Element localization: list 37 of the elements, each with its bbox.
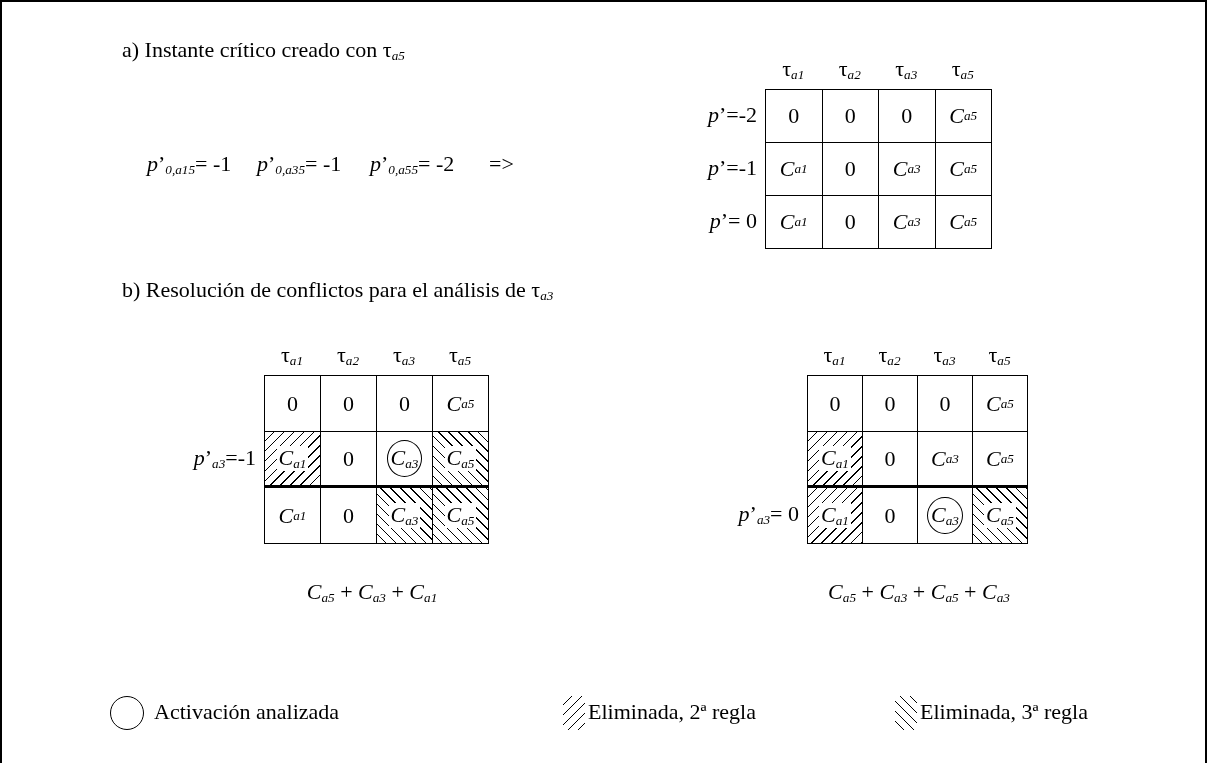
column-header: τ$_{a2}$ [877, 343, 902, 369]
row-label: p’$_{a3}$= 0 [738, 502, 799, 528]
row-label: p’$_{a3}$=-1 [193, 446, 256, 472]
legend-text: Eliminada, 2ª regla [588, 700, 756, 725]
cell-value: C$_{a3}$ [388, 502, 421, 529]
sum-expression: C$_{a5}$ + C$_{a3}$ + C$_{a5}$ + C$_{a3}$ [828, 580, 1010, 606]
heading-text: b) Resolución de conflictos para el análisis de τ$_{a3}$ [122, 278, 554, 304]
cell-value: C$_{a1}$ [819, 502, 851, 529]
circled-cell-value: C$_{a3}$ [386, 439, 423, 478]
column-header: τ$_{a5}$ [448, 343, 472, 369]
cell-value: C$_{a1}$ [819, 445, 851, 472]
row-label: p’=-1 [707, 155, 757, 180]
cell-value: C$_{a5}$ [444, 502, 477, 529]
column-header: τ$_{a1}$ [822, 343, 847, 369]
heading-text: a) Instante crítico creado con τ$_{a5}$ [122, 38, 405, 64]
implication-symbol: => [489, 152, 514, 177]
column-header: τ$_{a1}$ [781, 57, 806, 83]
column-header: τ$_{a1}$ [280, 343, 304, 369]
column-header: τ$_{a3}$ [932, 343, 957, 369]
equation-text: p’$_{0,a35}$= -1 [257, 152, 342, 178]
column-header: τ$_{a3}$ [894, 57, 919, 83]
cell-value: C$_{a1}$ [276, 445, 309, 472]
sum-expression: C$_{a5}$ + C$_{a3}$ + C$_{a1}$ [306, 580, 438, 606]
row-label: p’=-2 [707, 102, 757, 127]
column-header: τ$_{a2}$ [837, 57, 862, 83]
legend-text: Eliminada, 3ª regla [920, 700, 1088, 725]
table-cell: 0 [765, 89, 823, 143]
equation-text: p’$_{0,a55}$= -2 [370, 152, 455, 178]
legend-text: Activación analizada [154, 700, 340, 725]
cell-value: C$_{a5}$ [984, 502, 1016, 529]
column-header: τ$_{a3}$ [392, 343, 416, 369]
row-label: p’= 0 [709, 208, 757, 233]
column-header: τ$_{a5}$ [950, 57, 975, 83]
column-header: τ$_{a2}$ [336, 343, 360, 369]
cell-value: C$_{a5}$ [444, 445, 477, 472]
equation-text: p’$_{0,a15}$= -1 [147, 152, 232, 178]
column-header: τ$_{a5}$ [987, 343, 1012, 369]
